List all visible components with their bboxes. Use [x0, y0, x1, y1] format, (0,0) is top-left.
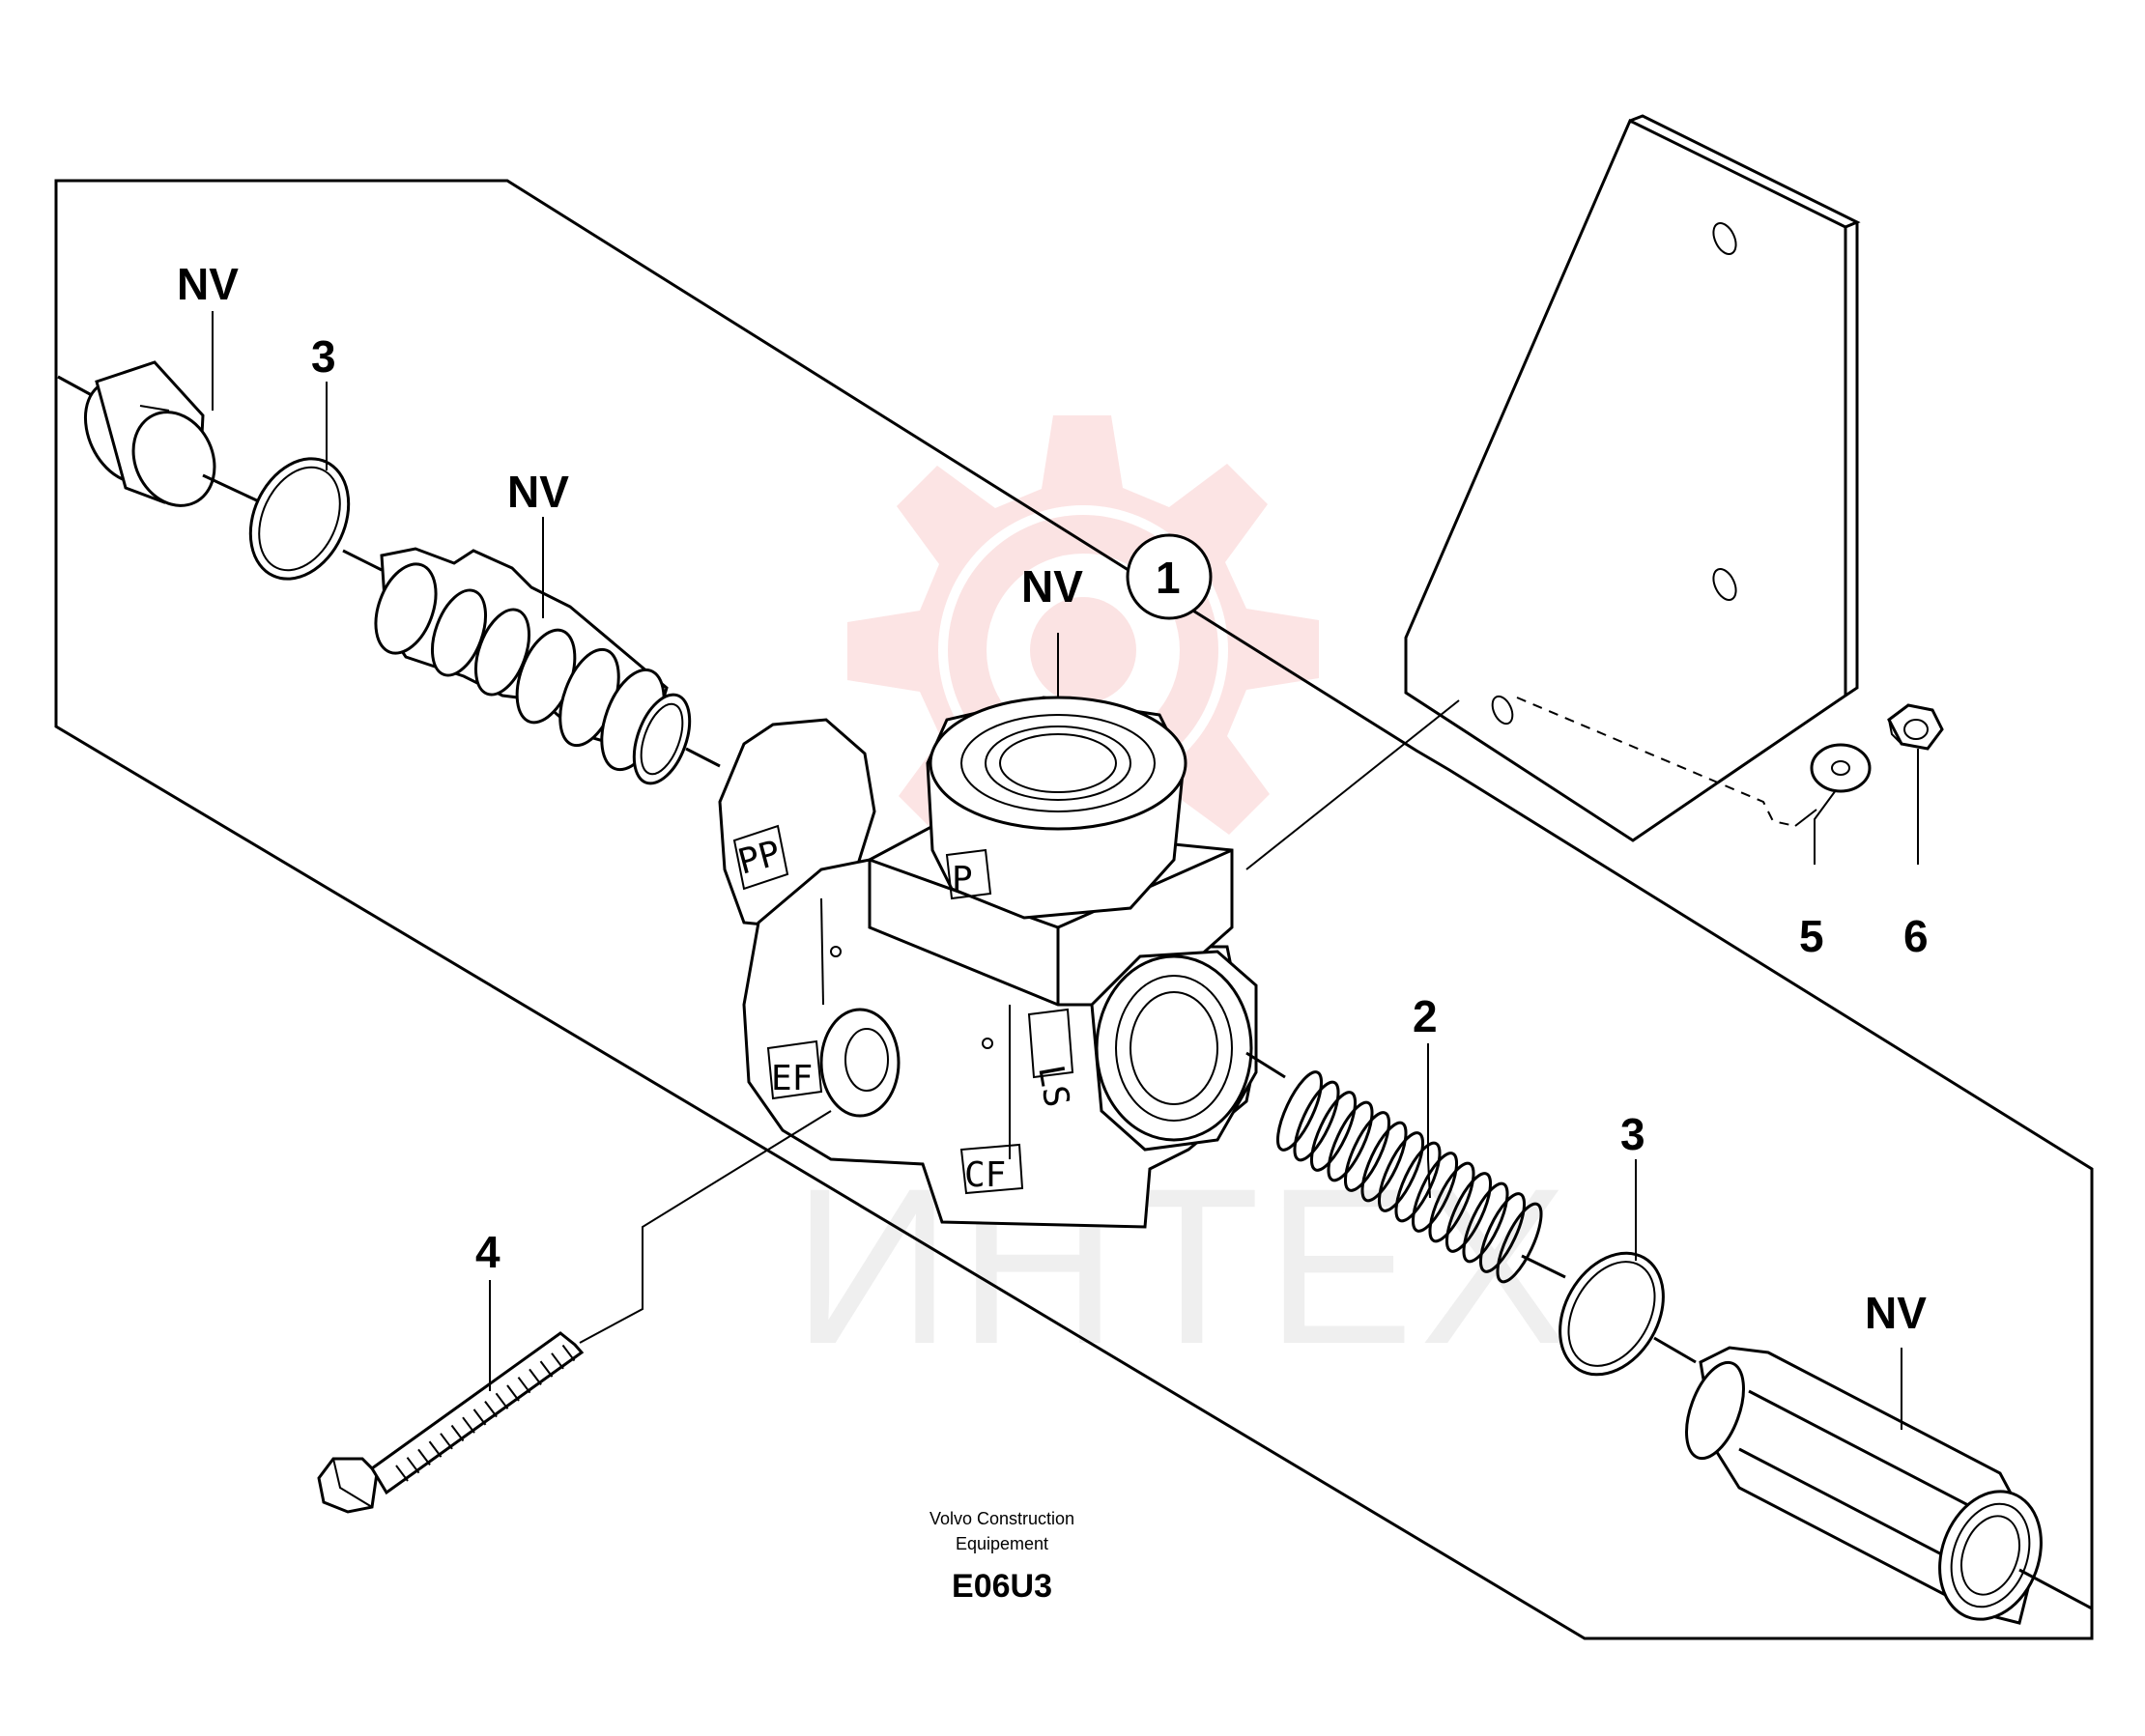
bolt-axis-dashed — [1516, 697, 1796, 827]
port-label-ls: LS — [1030, 1062, 1076, 1110]
washer-part-5 — [1810, 743, 1872, 793]
callout-2: 2 — [1413, 991, 1438, 1041]
spring-coil — [1462, 1181, 1509, 1264]
assembly-outline — [54, 179, 2094, 1640]
spool — [374, 547, 721, 785]
port-label-p: P — [952, 860, 973, 899]
valve-body — [718, 696, 1258, 1229]
watermark-text: ИНТЕХ — [792, 1142, 1574, 1390]
bolt-thread — [551, 1352, 564, 1370]
spring-coil — [1275, 1070, 1324, 1152]
credit-line-2: Equipement — [956, 1534, 1048, 1553]
spring-coil — [1377, 1131, 1425, 1212]
plug-left — [57, 360, 262, 507]
bolt-thread — [440, 1433, 453, 1450]
bolt-thread — [406, 1457, 420, 1474]
spring-coil — [1360, 1121, 1408, 1203]
bolt-thread — [517, 1377, 531, 1394]
callout-nv-body: NV — [1021, 561, 1083, 612]
bolt-thread — [529, 1368, 542, 1386]
spring-coil — [1411, 1152, 1459, 1233]
bolt-thread — [472, 1409, 487, 1426]
spring-coil — [1343, 1111, 1391, 1192]
oring-left-part-3 — [248, 457, 383, 581]
bolt-axis — [1245, 699, 1460, 870]
callout-nv-spool: NV — [507, 467, 569, 517]
bolt-thread — [495, 1392, 509, 1409]
spring-coil — [1327, 1100, 1374, 1182]
nut-part-6 — [1887, 703, 1944, 751]
drawing-code: E06U3 — [952, 1568, 1052, 1605]
bolt-part-4 — [317, 1110, 832, 1514]
callout-6: 6 — [1903, 911, 1929, 961]
bolt-thread — [484, 1400, 498, 1418]
spring-coil — [1293, 1080, 1340, 1162]
port-label-ef: EF — [771, 1059, 813, 1098]
bolt-thread — [539, 1360, 554, 1378]
bolt-thread — [417, 1448, 431, 1466]
spring-coil — [1444, 1172, 1493, 1253]
bolt-thread — [506, 1384, 520, 1402]
leader-lines — [212, 311, 1919, 1430]
callout-1: 1 — [1156, 553, 1181, 603]
port-label-cf: CF — [964, 1155, 1006, 1195]
spring-coil — [1496, 1202, 1543, 1284]
callout-5: 5 — [1799, 911, 1824, 961]
bolt-thread — [561, 1344, 576, 1362]
callout-nv-plug-left: NV — [177, 259, 239, 309]
bolt-thread — [428, 1440, 443, 1458]
fitting-right — [1685, 1346, 2093, 1625]
bolt-thread — [395, 1465, 409, 1482]
credit-line-1: Volvo Construction — [930, 1509, 1074, 1528]
callout-circle-1 — [1126, 533, 1213, 620]
mounting-bracket — [1404, 114, 1861, 842]
spring-coil — [1309, 1091, 1358, 1172]
callout-3-right: 3 — [1620, 1109, 1645, 1159]
bolt-axis-end — [1794, 809, 1817, 827]
callout-4: 4 — [475, 1227, 500, 1277]
bolt-thread — [450, 1424, 465, 1442]
spring-coil — [1428, 1161, 1475, 1243]
spring-coil — [1478, 1192, 1527, 1273]
callout-3-left: 3 — [311, 331, 336, 382]
bolt-thread — [462, 1416, 475, 1434]
spring-part-2 — [1245, 1051, 1566, 1284]
oring-right-part-3 — [1559, 1251, 1697, 1377]
callout-nv-fitting-right: NV — [1865, 1288, 1927, 1338]
